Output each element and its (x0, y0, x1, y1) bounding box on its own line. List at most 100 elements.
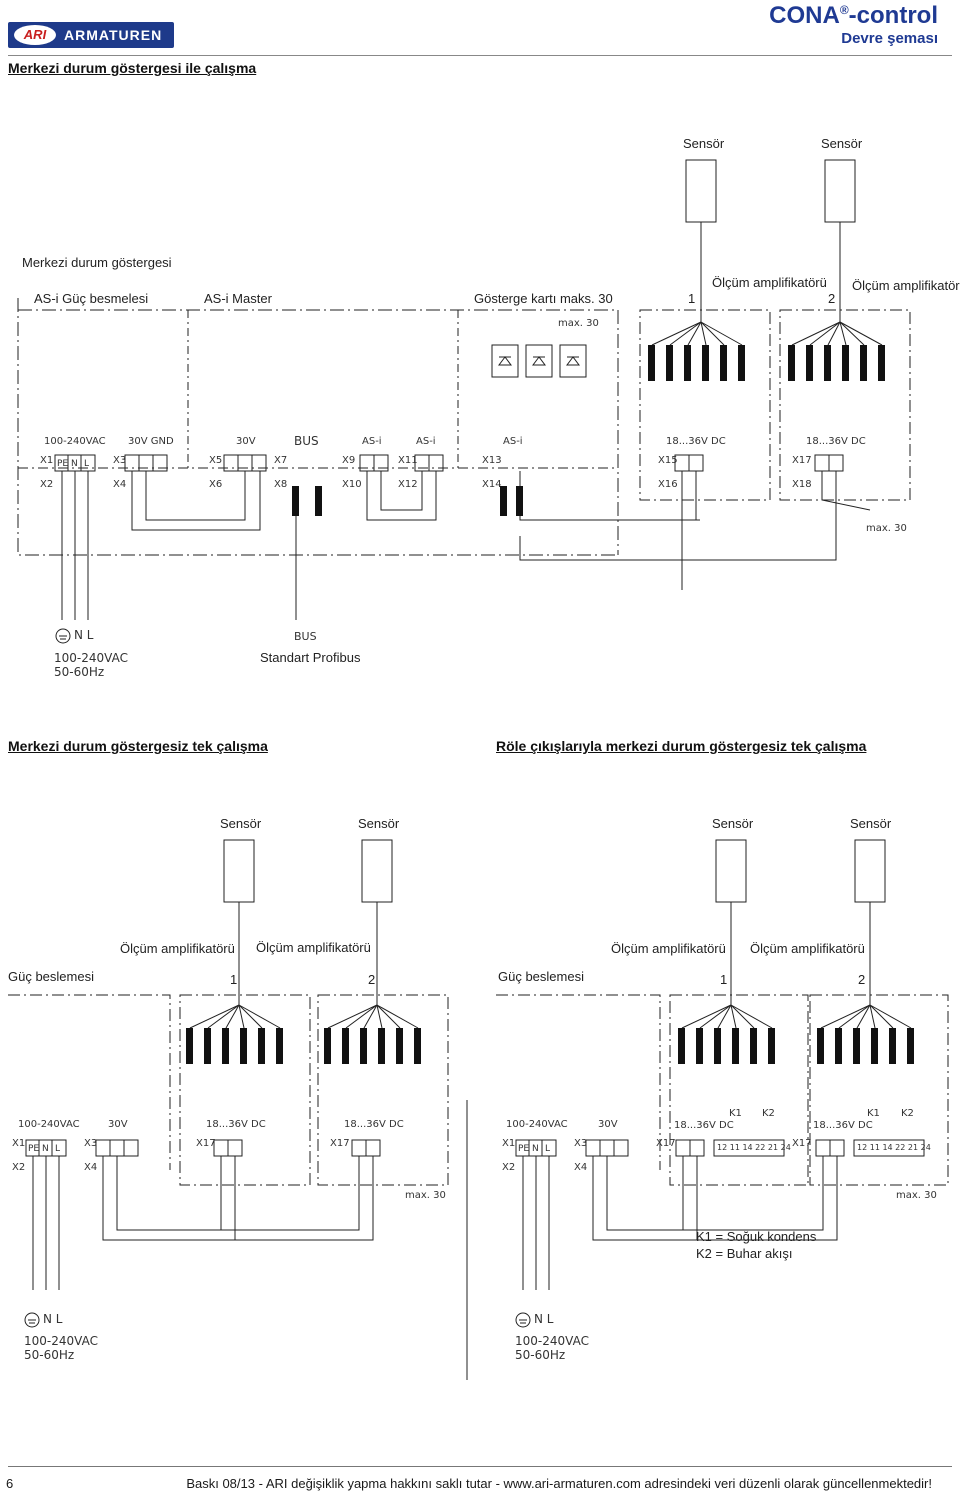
s1-x18: X18 (792, 479, 812, 490)
s3-amp-1-number: 1 (720, 972, 728, 987)
s3-sensor-1-label: Sensör (712, 816, 754, 831)
s1-x5: X5 (209, 455, 223, 466)
central-display-label: Merkezi durum göstergesi (22, 255, 172, 270)
s1-x3: X3 (113, 455, 127, 466)
s3-sensor-2-label: Sensör (850, 816, 892, 831)
sensor-2-fan (791, 321, 883, 346)
s3-amp-2-label: Ölçüm amplifikatörü (750, 941, 865, 956)
s2-mains-voltage: 100-240VAC (24, 1334, 98, 1348)
section2-title: Merkezi durum göstergesiz tek çalışma (8, 738, 268, 754)
s2-n: N (42, 1144, 49, 1154)
s1-x17: X17 (792, 455, 812, 466)
s1-t-30v-gnd: 30V GND (128, 436, 174, 447)
s2-mains-frequency: 50-60Hz (24, 1348, 75, 1362)
s1-amp-2-number: 2 (828, 291, 836, 306)
s2-t-100-240: 100-240VAC (18, 1119, 80, 1130)
s1-mains-nl: N L (74, 628, 94, 642)
s3-n: N (532, 1144, 539, 1154)
s3-mains-nl: N L (534, 1312, 554, 1326)
earth-symbols (24, 628, 531, 1328)
s2-x2: X2 (12, 1162, 26, 1173)
s3-k1-a: K1 (729, 1108, 742, 1119)
s1-mains-voltage: 100-240VAC (54, 651, 128, 665)
s3-x17-a: X17 (656, 1138, 676, 1149)
s3-pe: PE (518, 1144, 530, 1154)
s3-t-18-36-b: 18...36V DC (813, 1120, 873, 1131)
s1-amp-2-label: Ölçüm amplifikatörü (852, 278, 960, 293)
section3-title: Röle çıkışlarıyla merkezi durum gösterge… (496, 738, 867, 754)
s3-t-100-240: 100-240VAC (506, 1119, 568, 1130)
s2-t-18-36-a: 18...36V DC (206, 1119, 266, 1130)
s1-x16: X16 (658, 479, 678, 490)
s1-t-18-36-a: 18...36V DC (666, 436, 726, 447)
s1-x6: X6 (209, 479, 223, 490)
s2-max30: max. 30 (405, 1190, 446, 1201)
s1-l: L (84, 459, 90, 469)
s1-n: N (71, 459, 78, 469)
s1-t-asi-2: AS-i (416, 436, 436, 447)
s2-x17-b: X17 (330, 1138, 350, 1149)
s3-l: L (545, 1144, 551, 1154)
s3-k1-b: K1 (867, 1108, 880, 1119)
s1-x12: X12 (398, 479, 418, 490)
s1-x2: X2 (40, 479, 54, 490)
sensor-2-box (824, 159, 856, 223)
s3-x3: X3 (574, 1138, 588, 1149)
s1-x15: X15 (658, 455, 678, 466)
s1-x8: X8 (274, 479, 288, 490)
s2-x3: X3 (84, 1138, 98, 1149)
s2-amp-1-number: 1 (230, 972, 238, 987)
s3-relay-pins-b: 12 11 14 22 21 24 (857, 1143, 931, 1152)
bus-connectors (292, 486, 523, 516)
footer-notice: Baskı 08/13 - ARI değişiklik yapma hakkı… (186, 1476, 932, 1491)
s2-amp-2-label: Ölçüm amplifikatörü (256, 940, 371, 955)
s1-x10: X10 (342, 479, 362, 490)
s1-x1: X1 (40, 455, 54, 466)
s2-t-30v: 30V (108, 1119, 128, 1130)
s1-t-30v: 30V (236, 436, 256, 447)
display-card-label: Gösterge kartı maks. 30 (474, 291, 613, 306)
s1-x7: X7 (274, 455, 288, 466)
s3-relay-pins-a: 12 11 14 22 21 24 (717, 1143, 791, 1152)
s3-k2-b: K2 (901, 1108, 914, 1119)
sensor-1-fan (651, 321, 743, 346)
s1-t-18-36-b: 18...36V DC (806, 436, 866, 447)
s1-t-bus: BUS (294, 434, 319, 448)
s1-amp-1-label: Ölçüm amplifikatörü (712, 275, 827, 290)
s2-l: L (55, 1144, 61, 1154)
s2-pe: PE (28, 1144, 40, 1154)
section2-electrode-bars (186, 1028, 421, 1064)
s3-amp-1-label: Ölçüm amplifikatörü (611, 941, 726, 956)
page-number: 6 (6, 1476, 14, 1491)
section1-title: Merkezi durum göstergesi ile çalışma (8, 60, 257, 76)
header-divider (8, 55, 952, 56)
asi-power-label: AS-i Güç besmelesi (34, 291, 149, 306)
s2-t-18-36-b: 18...36V DC (344, 1119, 404, 1130)
s2-power-label: Güç beslemesi (8, 969, 94, 984)
section3-electrode-bars (678, 1028, 914, 1064)
product-title: CONA®-control (769, 2, 938, 29)
s1-x9: X9 (342, 455, 356, 466)
display-max-label: max. 30 (558, 318, 599, 329)
s2-x17-a: X17 (196, 1138, 216, 1149)
s1-bus-standard: Standart Profibus (260, 650, 361, 665)
s3-power-label: Güç beslemesi (498, 969, 584, 984)
s3-mains-voltage: 100-240VAC (515, 1334, 589, 1348)
s1-t-asi-3: AS-i (503, 436, 523, 447)
s3-x1: X1 (502, 1138, 516, 1149)
brand-logo-text: ARMATUREN (64, 27, 163, 43)
s3-x4: X4 (574, 1162, 588, 1173)
s1-t-100-240: 100-240VAC (44, 436, 106, 447)
brand-logo-mark: ARI (14, 25, 56, 45)
amp-2-electrode-bars (788, 345, 885, 381)
legend-k2: K2 = Buhar akışı (696, 1246, 793, 1261)
s1-x14: X14 (482, 479, 502, 490)
s1-mains-frequency: 50-60Hz (54, 665, 105, 679)
s2-x1: X1 (12, 1138, 26, 1149)
footer-divider (8, 1466, 952, 1467)
s1-bus-label: BUS (294, 630, 317, 643)
s3-x17-b: X17 (792, 1138, 812, 1149)
document-type: Devre şeması (841, 30, 938, 47)
s1-pe: PE (57, 459, 69, 469)
s1-sensor-1-label: Sensör (683, 136, 725, 151)
